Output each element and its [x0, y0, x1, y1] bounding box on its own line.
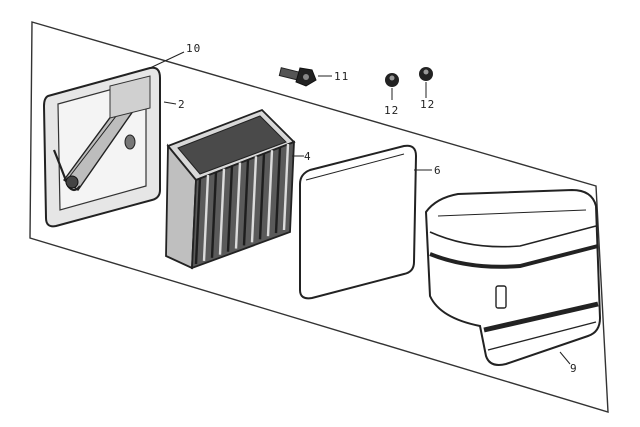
- nut-part-b: [419, 67, 433, 81]
- callout-11: 11: [334, 70, 349, 83]
- foam-pre-cleaner-part: [299, 144, 418, 300]
- filter-pleat: [282, 143, 290, 231]
- filter-pleat: [210, 171, 218, 258]
- filter-pleat: [226, 165, 234, 252]
- paper-filter-element-part: [165, 108, 296, 270]
- filter-pleat: [258, 153, 266, 240]
- filter-pleat: [234, 162, 242, 249]
- filter-pleat: [194, 177, 202, 265]
- filter-pleat: [274, 147, 282, 234]
- callout-10: 10: [186, 42, 201, 55]
- filter-pleat: [202, 174, 210, 261]
- leader-lines: [149, 51, 571, 365]
- filter-pleat: [218, 168, 226, 255]
- callout-12-left: 12: [384, 104, 399, 117]
- callout-6: 6: [434, 164, 442, 177]
- bolt-part: [278, 67, 317, 87]
- filter-pleat: [266, 150, 274, 237]
- callout-12-right: 12: [420, 98, 435, 111]
- filter-pleat: [250, 156, 258, 243]
- callout-4: 4: [304, 150, 312, 163]
- filter-pleats: [194, 143, 290, 265]
- callout-2: 2: [178, 98, 186, 111]
- callout-9: 9: [570, 362, 578, 375]
- air-cleaner-cover-part: [424, 188, 602, 366]
- nut-part-a: [385, 73, 399, 87]
- air-cleaner-base-part: [42, 66, 161, 228]
- filter-pleat: [242, 159, 250, 246]
